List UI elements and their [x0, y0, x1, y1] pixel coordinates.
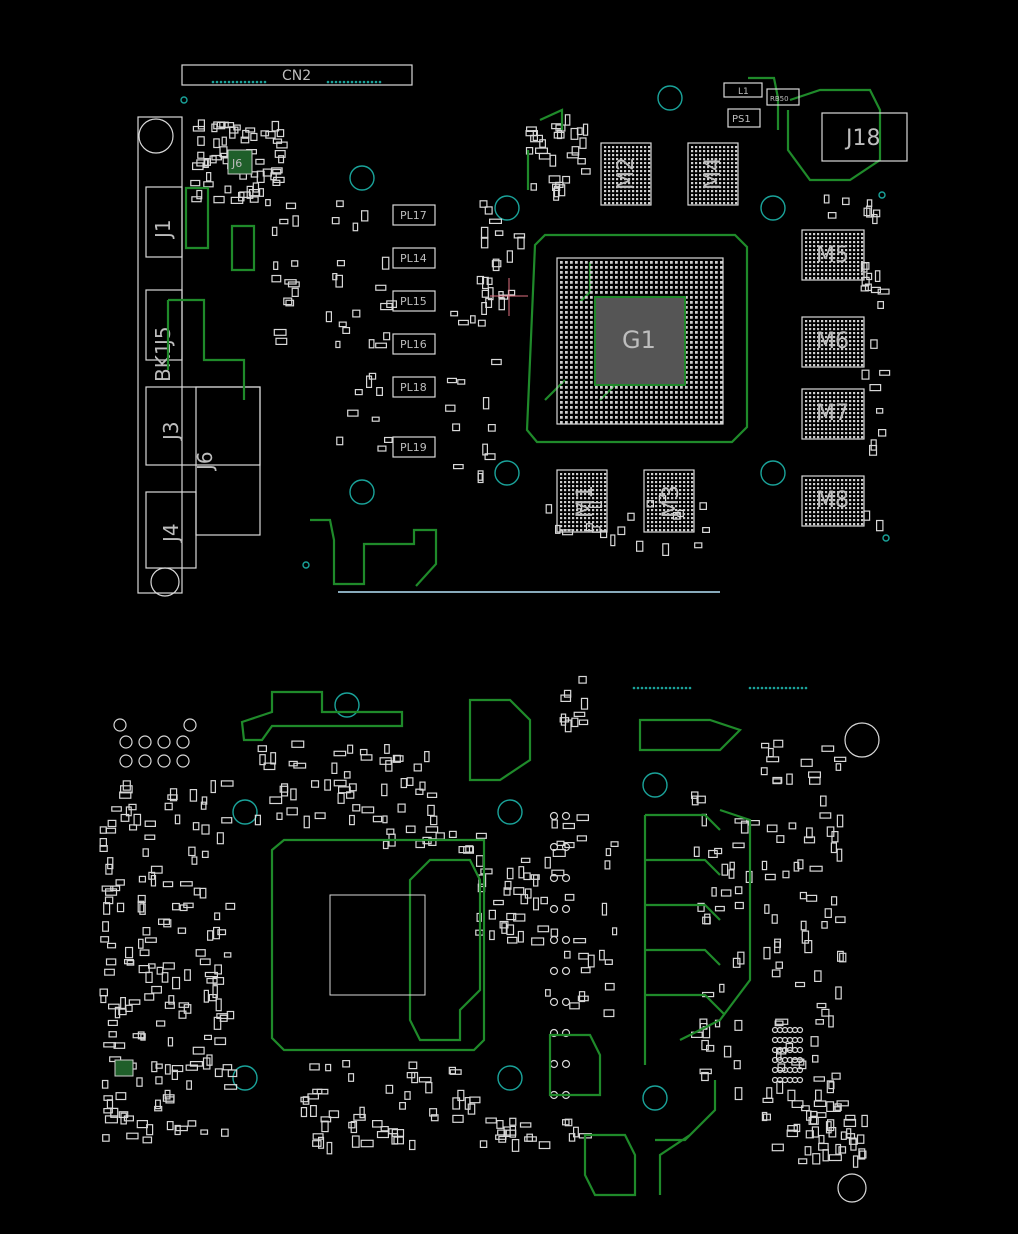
- trace: [583, 1080, 717, 1197]
- trace: [166, 298, 246, 400]
- memory-m1[interactable]: [556, 469, 608, 533]
- mount-hole: [844, 722, 880, 758]
- label-pl16: PL16: [400, 338, 427, 351]
- memory-m6-balls: [805, 320, 864, 367]
- label-j1: J1: [151, 219, 175, 240]
- chip[interactable]: [114, 1059, 134, 1077]
- label-ps1: PS1: [732, 114, 751, 125]
- label-m4: M4: [701, 157, 726, 190]
- label-cn2: CN2: [282, 68, 311, 84]
- memory-m8[interactable]: [801, 475, 865, 527]
- bracket-hole: [138, 118, 174, 154]
- memory-m2[interactable]: [600, 142, 652, 206]
- mount-hole: [180, 96, 188, 104]
- trace: [468, 698, 532, 782]
- label-j4: J4: [159, 523, 183, 544]
- memory-m6[interactable]: [801, 316, 865, 368]
- label-pl19: PL19: [400, 441, 427, 454]
- label-rb50: RB50: [770, 95, 789, 103]
- label-j18: J18: [844, 126, 880, 151]
- memory-m1-balls: [560, 473, 607, 532]
- gpu-g1[interactable]: [556, 257, 724, 425]
- label-u6: J6: [231, 157, 242, 170]
- label-bk1: BK1: [151, 342, 175, 382]
- inductor-pl17[interactable]: [392, 204, 436, 226]
- label-m5: M5: [816, 243, 849, 268]
- label-j6: J6: [193, 451, 217, 472]
- connector-j4[interactable]: [145, 491, 197, 569]
- connector-cn2[interactable]: [181, 64, 413, 86]
- label-g1: G1: [622, 326, 656, 354]
- gpu-outline-trace: [525, 233, 749, 444]
- part-ps1[interactable]: [727, 108, 761, 128]
- trace: [638, 718, 743, 752]
- label-pl18: PL18: [400, 381, 427, 394]
- trace: [230, 224, 256, 272]
- memory-m7-balls: [805, 392, 864, 439]
- mounting-holes: [232, 85, 890, 1111]
- label-m3: M3: [659, 485, 684, 518]
- label-j3: J3: [159, 421, 183, 442]
- label-m1: M1: [573, 485, 598, 518]
- gpu-pad-array: [329, 894, 426, 996]
- label-pl14: PL14: [400, 252, 427, 265]
- connector-j1[interactable]: [145, 186, 183, 258]
- part-rb50[interactable]: [766, 88, 800, 106]
- gpu-die: [594, 296, 686, 386]
- label-l1: L1: [738, 87, 749, 97]
- bracket-hole: [150, 567, 180, 597]
- trace: [548, 1033, 602, 1097]
- mount-hole: [837, 1173, 867, 1203]
- board-top-side: CN2 J1 J5 BK1 J3 J6 J4 J6 PL17 P: [137, 64, 908, 597]
- memory-m8-balls: [805, 479, 864, 526]
- connector-j5[interactable]: [145, 289, 183, 361]
- trace: [184, 186, 210, 250]
- memory-m4[interactable]: [687, 142, 739, 206]
- memory-m7[interactable]: [801, 388, 865, 440]
- trace: [310, 518, 438, 587]
- label-m2: M2: [614, 157, 639, 190]
- inductor-l1[interactable]: [723, 82, 763, 98]
- vrm-phases: PL17 PL14 PL15 PL16 PL18 PL19: [392, 204, 436, 458]
- round-pads: [113, 718, 804, 1100]
- label-m8: M8: [816, 488, 849, 513]
- trace: [748, 76, 882, 182]
- memory-m3-balls: [647, 473, 694, 532]
- label-pl17: PL17: [400, 209, 427, 222]
- component-field: [99, 80, 891, 1168]
- connector-j18[interactable]: [821, 112, 908, 162]
- memory-m5[interactable]: [801, 229, 865, 281]
- chip-u6[interactable]: [227, 149, 253, 175]
- memory-m3[interactable]: [643, 469, 695, 533]
- trace: [408, 858, 482, 1042]
- inductor-pl19[interactable]: [392, 436, 436, 458]
- cursor-crosshair[interactable]: [490, 278, 528, 316]
- inductor-pl15[interactable]: [392, 290, 436, 312]
- bga-packages: [556, 142, 865, 533]
- board-bottom-side: [114, 690, 880, 1203]
- vrm-traces: [643, 808, 752, 1065]
- gpu-outline-trace: [270, 838, 486, 1052]
- trace: [526, 108, 564, 190]
- connector-j6[interactable]: [195, 386, 261, 536]
- passive-components: [99, 114, 891, 1168]
- inductor-pl16[interactable]: [392, 333, 436, 355]
- memory-m4-balls: [691, 146, 738, 205]
- edge-pins: [211, 80, 808, 690]
- memory-m2-balls: [604, 146, 651, 205]
- label-m7: M7: [816, 401, 849, 426]
- inductor-pl14[interactable]: [392, 247, 436, 269]
- trace: [240, 690, 404, 742]
- label-m6: M6: [816, 329, 849, 354]
- memory-m5-balls: [805, 233, 864, 280]
- inductor-pl18[interactable]: [392, 376, 436, 398]
- label-pl15: PL15: [400, 295, 427, 308]
